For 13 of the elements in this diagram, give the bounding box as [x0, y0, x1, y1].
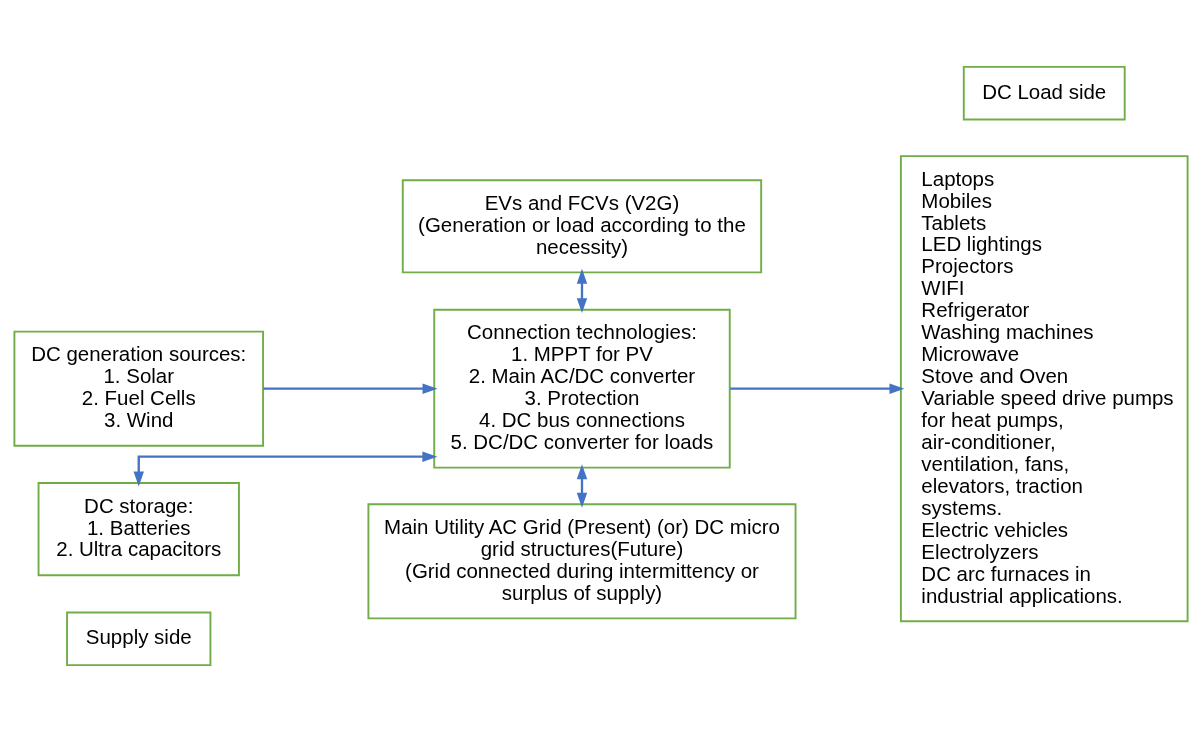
- node-box: DC storage: 1. Batteries 2. Ultra capacitors: [37, 482, 240, 577]
- node-box: EVs and FCVs (V2G) (Generation or load according to the necessity): [401, 179, 763, 274]
- node-box: Supply side: [66, 611, 212, 667]
- node-box: Connection technologies: 1. MPPT for PV 2. Main AC/DC converter 3. Protection 4. DC bus connections 5. DC/DC converter for loads: [433, 308, 731, 469]
- node-box: Laptops Mobiles Tablets LED lightings Projectors WIFI Refrigerator Washing machines Microwave Stove and Oven Variable speed drive pumps for heat pumps, air-conditioner, ventilation, fans, elevators, traction systems. Electric vehicles Electrolyzers DC arc furnaces in industrial applications.: [899, 155, 1189, 623]
- arrow: [576, 464, 588, 508]
- arrow: [133, 451, 438, 487]
- node-box: Main Utility AC Grid (Present) (or) DC micro grid structures(Future) (Grid connected during intermittency or surplus of supply): [367, 503, 797, 620]
- node-box: DC Load side: [962, 65, 1126, 121]
- arrow: [263, 383, 438, 394]
- arrow: [730, 383, 905, 394]
- arrow: [576, 268, 588, 314]
- node-box: DC generation sources: 1. Solar 2. Fuel Cells 3. Wind: [13, 330, 265, 447]
